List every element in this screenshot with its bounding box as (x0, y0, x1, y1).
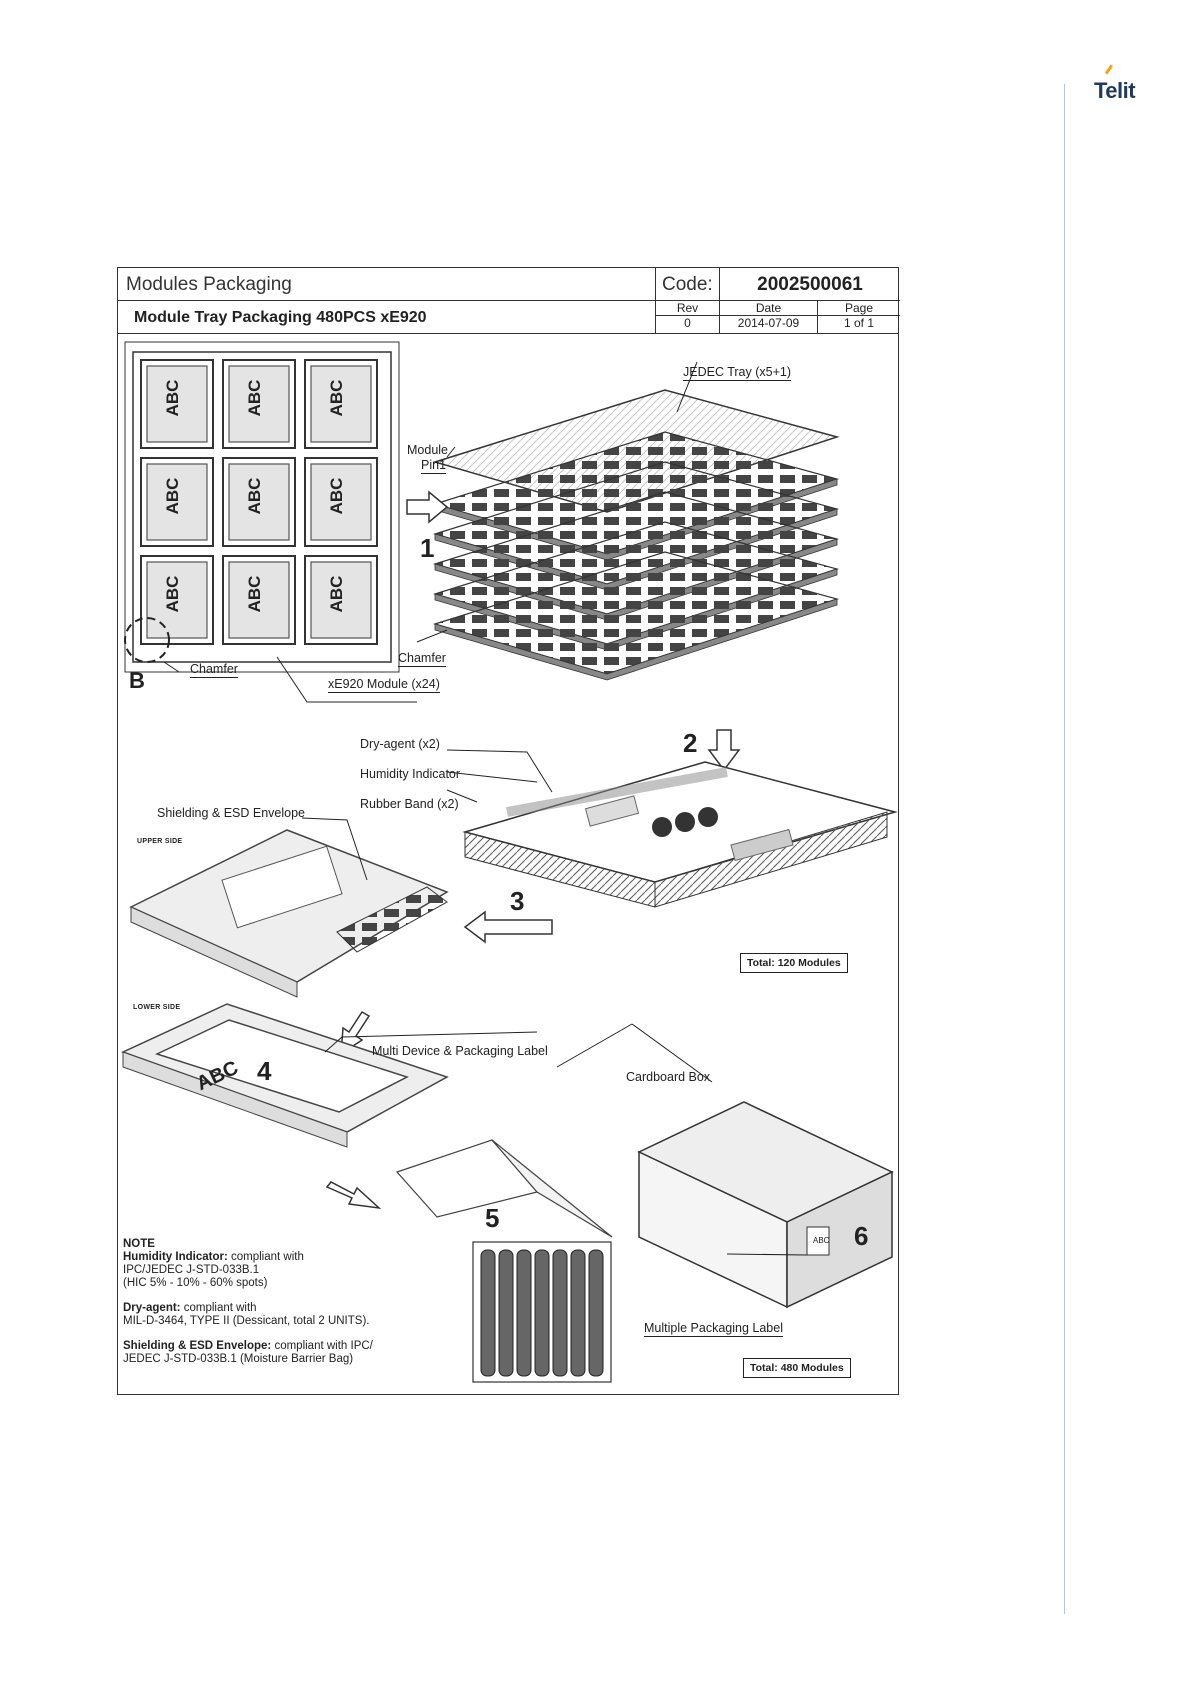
note-humidity-text-3: (HIC 5% - 10% - 60% spots) (123, 1277, 268, 1289)
title-block: Modules Packaging Code: 2002500061 Modul… (118, 268, 900, 334)
note-dry-text-1: compliant with (183, 1302, 257, 1314)
label-cardboard-box: Cardboard Box (626, 1070, 711, 1084)
note-shield-text-1: compliant with IPC/ (274, 1340, 373, 1352)
label-abc-box: ABC (813, 1236, 830, 1245)
tray-module: ABC (140, 457, 214, 547)
label-jedec-tray: JEDEC Tray (x5+1) (683, 365, 792, 381)
rev-value: 0 (656, 316, 720, 333)
side-rule (1064, 84, 1065, 1614)
note-heading: NOTE (123, 1238, 155, 1250)
tray-module-label: ABC (327, 380, 346, 417)
label-upper-side: UPPER SIDE (137, 838, 183, 845)
label-chamfer-left: Chamfer (190, 662, 238, 678)
tray-module: ABC (304, 457, 378, 547)
box-contents (472, 1241, 612, 1383)
label-lower-side: LOWER SIDE (133, 1004, 181, 1011)
jedec-tray-layer (432, 551, 840, 681)
divider-sheet (395, 1139, 613, 1238)
module-tube (516, 1249, 532, 1377)
step-5: 5 (485, 1203, 500, 1233)
module-tube (498, 1249, 514, 1377)
step-2: 2 (683, 728, 698, 758)
label-dry-agent: Dry-agent (x2) (360, 737, 440, 751)
page-value: 1 of 1 (843, 316, 875, 330)
note-humidity-title: Humidity Indicator: (123, 1251, 228, 1263)
tray-module-label: ABC (163, 478, 182, 515)
tray-module-label: ABC (245, 478, 264, 515)
note-dry-text-2: MIL-D-3464, TYPE II (Dessicant, total 2 … (123, 1315, 370, 1327)
drawing-frame: Modules Packaging Code: 2002500061 Modul… (117, 267, 900, 1395)
label-chamfer-right: Chamfer (398, 651, 446, 667)
date-value: 2014-07-09 (720, 316, 818, 333)
arrow-step-1 (406, 490, 449, 524)
tray-module-label: ABC (245, 576, 264, 613)
tray-bundle (462, 761, 898, 908)
tray-module: ABC (304, 555, 378, 645)
module-tube (570, 1249, 586, 1377)
code-label: Code: (656, 268, 720, 301)
tray-module: ABC (304, 359, 378, 449)
note-shield-text-2: JEDEC J-STD-033B.1 (Moisture Barrier Bag… (123, 1353, 354, 1365)
tray-module-label: ABC (163, 380, 182, 417)
code-value: 2002500061 (720, 268, 900, 301)
note-humidity: Humidity Indicator: compliant with IPC/J… (123, 1251, 443, 1290)
note-dry-title: Dry-agent: (123, 1302, 181, 1314)
arrow-to-box (325, 1181, 382, 1210)
tray-module: ABC (222, 359, 296, 449)
telit-logo: Telit (1094, 64, 1136, 104)
module-tube (588, 1249, 604, 1377)
tray-module: ABC (140, 359, 214, 449)
arrow-step-3 (463, 910, 553, 944)
tray-module-label: ABC (327, 576, 346, 613)
label-multiple-packaging: Multiple Packaging Label (644, 1321, 783, 1337)
note-humidity-text-2: IPC/JEDEC J-STD-033B.1 (123, 1264, 260, 1276)
doc-subtitle: Module Tray Packaging 480PCS xE920 (118, 301, 656, 333)
total-480-modules: Total: 480 Modules (743, 1358, 851, 1378)
module-tube (534, 1249, 550, 1377)
logo-accent (1104, 64, 1114, 75)
step-6: 6 (854, 1221, 869, 1251)
note-shielding: Shielding & ESD Envelope: compliant with… (123, 1340, 443, 1366)
tray-module: ABC (222, 457, 296, 547)
note-humidity-text-1: compliant with (230, 1251, 304, 1263)
leader-lines (163, 361, 808, 1256)
label-module-pin1-a: Module (407, 443, 448, 457)
rev-label: Rev (656, 301, 720, 316)
date-label: Date (720, 301, 818, 316)
note-shield-title: Shielding & ESD Envelope: (123, 1340, 272, 1352)
doc-title: Modules Packaging (118, 268, 656, 301)
step-4: 4 (257, 1056, 272, 1086)
cardboard-box (637, 1101, 894, 1309)
esd-envelope-upper (129, 829, 449, 998)
tray-module-label: ABC (327, 478, 346, 515)
module-tube (480, 1249, 496, 1377)
label-multi-device: Multi Device & Packaging Label (372, 1044, 548, 1058)
label-xe920-module: xE920 Module (x24) (328, 677, 440, 693)
step-3: 3 (510, 886, 525, 916)
page-label: Page (818, 301, 900, 316)
arrow-step-2 (707, 729, 741, 772)
tray-plan-view: ABC ABC ABC ABC ABC ABC ABC ABC ABC (124, 341, 400, 673)
packaging-illustration: ABC ABC ABC ABC ABC ABC ABC ABC ABC (121, 341, 898, 1383)
label-b-marker: B (129, 668, 145, 693)
total-120-modules: Total: 120 Modules (740, 953, 848, 973)
brand-name: Telit (1094, 78, 1136, 103)
label-rubber-band: Rubber Band (x2) (360, 797, 459, 811)
label-shielding-envelope: Shielding & ESD Envelope (157, 806, 306, 820)
esd-envelope-lower (121, 1003, 449, 1148)
note-block: NOTE Humidity Indicator: compliant with … (123, 1238, 443, 1378)
step-1: 1 (420, 533, 435, 563)
module-tube (552, 1249, 568, 1377)
label-module-pin1-b: Pin1 (421, 458, 447, 474)
tray-module-label: ABC (163, 576, 182, 613)
tray-module: ABC (222, 555, 296, 645)
tray-module: ABC (140, 555, 214, 645)
tray-module-label: ABC (245, 380, 264, 417)
note-dry-agent: Dry-agent: compliant with MIL-D-3464, TY… (123, 1302, 443, 1328)
tray-stack (432, 389, 840, 681)
label-humidity-indicator: Humidity Indicator (360, 767, 461, 781)
